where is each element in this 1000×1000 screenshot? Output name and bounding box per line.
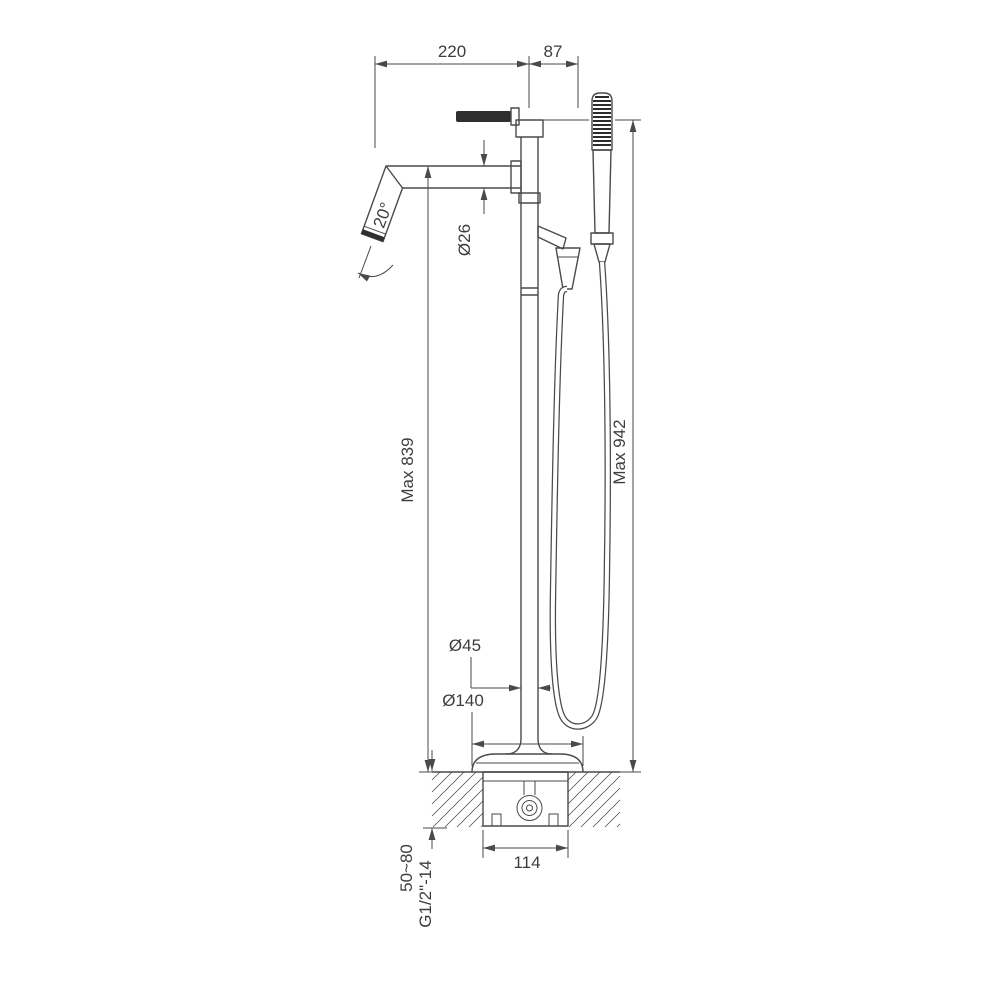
dimensions: 220 87 20° Ø26 Max 839 Max 942 <box>357 42 641 928</box>
dim-max-839: Max 839 <box>398 166 436 773</box>
floor-hatch-left <box>431 771 484 828</box>
floor-hatch-right <box>567 771 621 828</box>
dim-dia-140: Ø140 <box>442 691 584 766</box>
cartridge-cap <box>515 119 544 138</box>
shower-hose <box>549 261 612 730</box>
floor-section <box>431 771 621 828</box>
label-max-942: Max 942 <box>610 419 629 484</box>
label-87: 87 <box>544 42 563 61</box>
lever-handle <box>456 107 544 138</box>
label-max-839: Max 839 <box>398 437 417 502</box>
spout <box>360 165 521 243</box>
label-220: 220 <box>438 42 466 61</box>
shower-holder <box>537 225 581 290</box>
label-dia-26: Ø26 <box>455 224 474 256</box>
hose-cone <box>593 243 611 263</box>
dim-220: 220 <box>374 42 530 148</box>
label-20deg: 20° <box>370 200 397 231</box>
dim-dia-45: Ø45 <box>449 636 551 692</box>
hand-shower-wand <box>592 149 612 234</box>
label-dia-45: Ø45 <box>449 636 481 655</box>
dim-50-80: 50~80 <box>397 750 447 892</box>
hose-nut <box>590 232 614 245</box>
dim-87: 87 <box>529 42 579 108</box>
label-dia-140: Ø140 <box>442 691 484 710</box>
dim-114: 114 <box>482 830 569 872</box>
label-thread: G1/2"-14 <box>416 860 435 927</box>
riser-column <box>510 137 541 740</box>
spout-aerator <box>361 229 385 242</box>
label-114: 114 <box>513 853 540 872</box>
fixing-bolt-right <box>548 813 559 827</box>
spout-joint <box>510 160 522 194</box>
hand-shower <box>590 92 614 263</box>
dim-thread: G1/2"-14 <box>416 860 435 927</box>
label-50-80: 50~80 <box>397 844 416 892</box>
spout-nut <box>518 192 541 204</box>
hand-shower-grip <box>593 96 611 146</box>
dim-max-942: Max 942 <box>543 119 641 773</box>
fixing-bolt-left <box>491 813 502 827</box>
inlet-fitting <box>516 795 543 821</box>
dim-dia-26: Ø26 <box>455 140 488 256</box>
mounting-box <box>482 771 569 827</box>
faucet-body <box>360 92 614 773</box>
base-plate <box>471 739 584 773</box>
